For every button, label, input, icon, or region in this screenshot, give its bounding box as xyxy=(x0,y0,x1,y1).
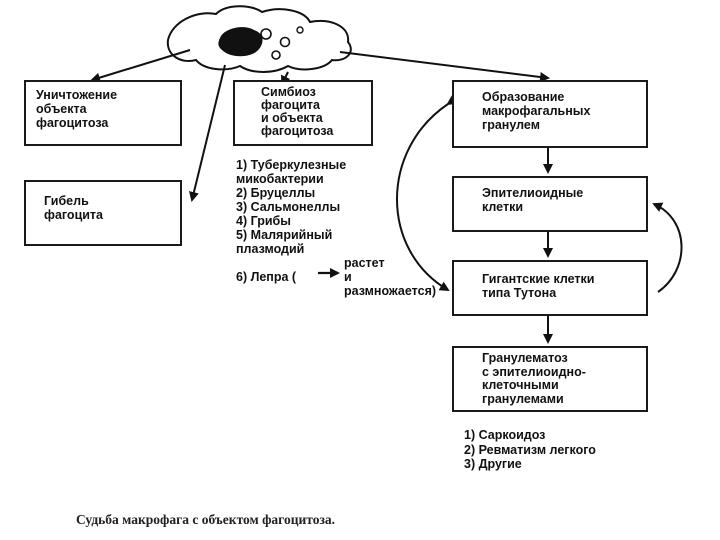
box-symbiosis: Симбиоз фагоцита и объекта фагоцитоза xyxy=(233,80,373,146)
list-item: 3) Другие xyxy=(464,457,522,471)
box-granuloma-formation: Образование макрофагальных гранулем xyxy=(452,80,648,148)
list-item: 1) Саркоидоз xyxy=(464,428,546,442)
list-item-leprosy-suffix: растет и размножается) xyxy=(344,256,437,298)
figure-caption: Судьба макрофага с объектом фагоцитоза. xyxy=(76,512,336,527)
box-destroy-object: Уничтожение объекта фагоцитоза xyxy=(24,80,182,146)
box-epithelioid-cells: Эпителиоидные клетки xyxy=(452,176,648,232)
macrophage-icon xyxy=(166,5,352,73)
list-item: 4) Грибы xyxy=(236,214,291,228)
box-giant-cells: Гигантские клетки типа Тутона xyxy=(452,260,648,316)
box-granulomatosis: Гранулематоз с эпителиоидно- клеточными … xyxy=(452,346,648,412)
curved-arrow-giant-to-epithelioid xyxy=(652,202,683,293)
list-item: 1) Туберкулезные микобактерии xyxy=(236,158,347,186)
box-phagocyte-death: Гибель фагоцита xyxy=(24,180,182,246)
list-item: 3) Сальмонеллы xyxy=(236,200,341,214)
granulomatosis-disease-list: 1) Саркоидоз 2) Ревматизм легкого 3) Дру… xyxy=(464,428,664,472)
curved-arrow-granuloma-giant xyxy=(396,95,458,292)
symbiosis-pathogen-list: 1) Туберкулезные микобактерии 2) Бруцелл… xyxy=(236,158,436,298)
list-item-leprosy-prefix: 6) Лепра ( xyxy=(236,270,297,284)
list-item: 5) Малярийный плазмодий xyxy=(236,228,333,256)
list-item: 2) Бруцеллы xyxy=(236,186,316,200)
arrow-to-granuloma xyxy=(339,51,550,82)
arrow-to-destroy xyxy=(90,49,191,83)
list-item: 6) Лепра ( растет и размножается) xyxy=(236,256,436,298)
arrow-to-death xyxy=(189,64,226,202)
list-item: 2) Ревматизм легкого xyxy=(464,442,596,457)
